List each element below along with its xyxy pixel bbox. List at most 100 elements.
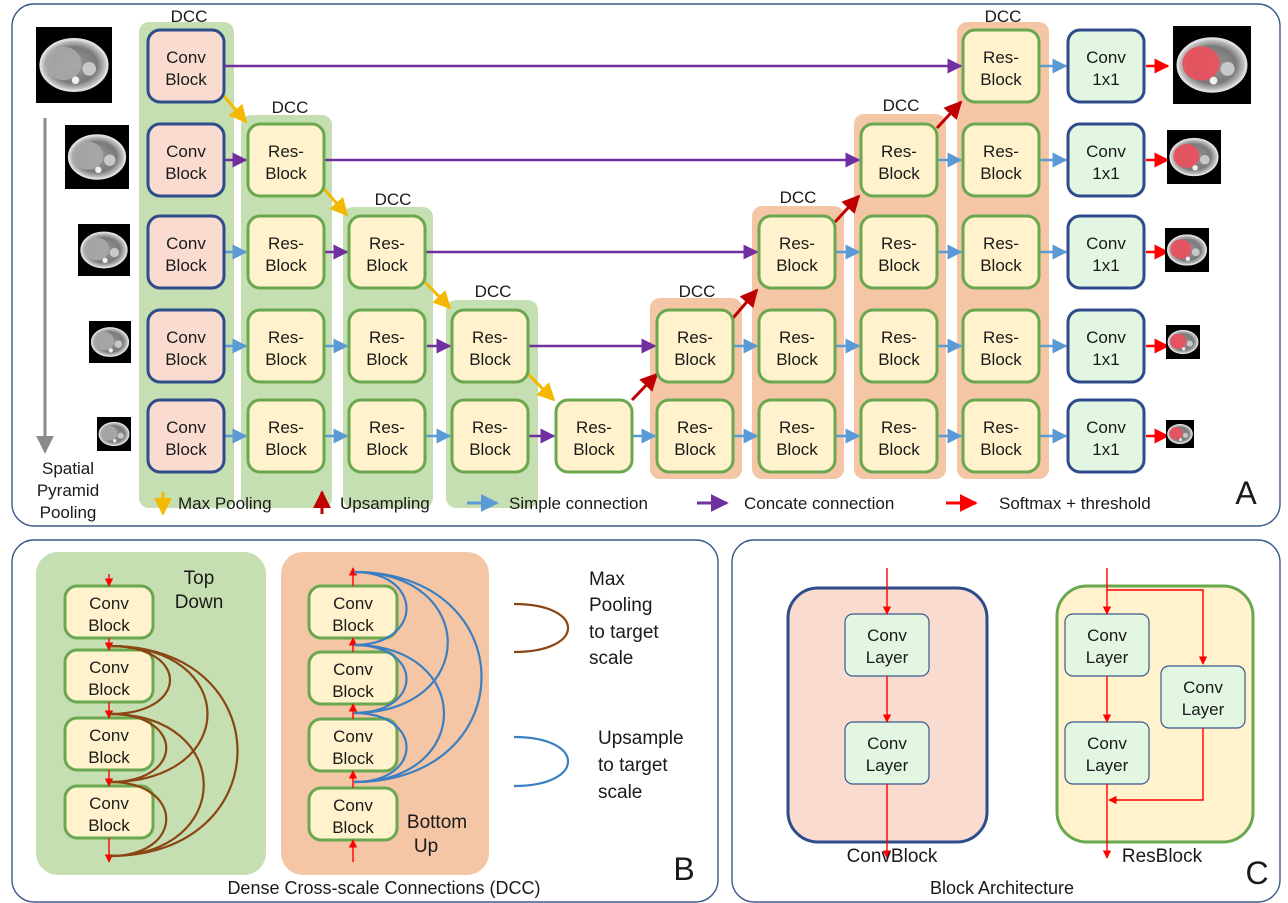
- max-pooling-arrow: [526, 372, 556, 402]
- res-block-c8-r3-line1: Res-: [983, 328, 1019, 347]
- res-block-c1-r3-line1: Res-: [268, 328, 304, 347]
- res-block-c1-r2: Res-Block: [246, 214, 326, 290]
- res-block-c7-r2-line1: Res-: [881, 234, 917, 253]
- res-block-c3-r3-line2: Block: [469, 350, 511, 369]
- res-block-c2-r2: Res- Block: [347, 214, 427, 290]
- output-seg-r2-liver: [1170, 239, 1192, 259]
- res-block-c8-r4-line2: Block: [980, 440, 1022, 459]
- upsampling-arrow: [935, 100, 963, 130]
- res-block-c7-r4-line1: Res-: [881, 418, 917, 437]
- upsampling-arrow: [630, 372, 659, 402]
- td-block-2-line2: Block: [88, 680, 130, 699]
- top-down-label-1: Top: [184, 568, 215, 589]
- output-seg-r4-liver: [1169, 427, 1183, 440]
- td-block-4-line1: Conv: [89, 794, 129, 813]
- resblock-name: ResBlock: [1122, 846, 1203, 867]
- conv-block-r0-line2: Block: [165, 70, 207, 89]
- input-ct-r0-spine: [71, 76, 80, 84]
- res-block-c5-r3-line1: Res-: [677, 328, 713, 347]
- output-seg-r2-spine: [1185, 256, 1191, 261]
- res-block-c6-r3-box: [757, 308, 837, 384]
- bottom-up-label-2: Up: [414, 836, 438, 857]
- resblock-skip-arrow: [1107, 589, 1208, 665]
- input-ct-r2-spine: [102, 257, 108, 263]
- conv-block-r3-line2: Block: [165, 350, 207, 369]
- panel-c-caption: Block Architecture: [930, 878, 1074, 898]
- res-block-c6-r2-line1: Res-: [779, 234, 815, 253]
- max-pooling-curve-4: [109, 712, 205, 858]
- res-block-c8-r4: Res-Block: [961, 398, 1041, 474]
- res-block-c6-r4-line2: Block: [776, 440, 818, 459]
- legend-upsampling: Upsampling: [340, 494, 430, 513]
- res-block-c6-r4: Res-Block: [757, 398, 837, 474]
- res-block-c8-r1-box: [961, 122, 1041, 198]
- output-seg-r2: [1165, 228, 1209, 272]
- res-block-c3-r3: Res-Block: [450, 308, 530, 384]
- res-block-c6-r3-line1: Res-: [779, 328, 815, 347]
- res-block-c3-r4-line2: Block: [469, 440, 511, 459]
- resblock-merge-arrow: [1108, 728, 1204, 805]
- upsample-note-2: to target: [598, 755, 668, 776]
- dcc-column-up-3: [854, 114, 946, 479]
- upsample-curve-4: [353, 643, 446, 784]
- convblock-name: ConvBlock: [847, 846, 938, 867]
- legend-max-pooling: Max Pooling: [178, 494, 272, 513]
- res-block-c5-r3-box: [655, 308, 735, 384]
- res-block-c7-r4-box: [859, 398, 939, 474]
- upsample-note-3: scale: [598, 782, 642, 803]
- bu-block-1: ConvBlock: [307, 584, 399, 640]
- input-ct-r3-organ: [114, 340, 123, 348]
- conv1x1-r3-line1: Conv: [1086, 328, 1126, 347]
- bu-block-4-line1: Conv: [333, 796, 373, 815]
- panel-b-caption: Dense Cross-scale Connections (DCC): [227, 878, 540, 898]
- dcc-label: DCC: [883, 96, 920, 115]
- td-block-1-line1: Conv: [89, 594, 129, 613]
- res-block-c7-r4: Res- Block: [859, 398, 939, 474]
- res-block-c1-r3-box: [246, 308, 326, 384]
- res-block-c2-r2-line1: Res-: [369, 234, 405, 253]
- dcc-label: DCC: [272, 98, 309, 117]
- res-block-c2-r3-line1: Res-: [369, 328, 405, 347]
- res-block-c6-r2-line2: Block: [776, 256, 818, 275]
- conv1x1-r4-line2: 1x1: [1092, 440, 1119, 459]
- conv-block-r4-line1: Conv: [166, 418, 206, 437]
- output-seg-r1-organ: [1199, 154, 1210, 165]
- resblock-layer-1-line2: Layer: [1086, 648, 1129, 667]
- res-block-c4-r4: Res-Block: [554, 398, 634, 474]
- res-block-c7-r4-line2: Block: [878, 440, 920, 459]
- res-block-c5-r4: Res-Block: [655, 398, 735, 474]
- output-seg-r0-liver: [1182, 46, 1220, 81]
- res-block-c8-r1-line2: Block: [980, 164, 1022, 183]
- convblock-layer-1-line1: Conv: [867, 626, 907, 645]
- input-ct-r1: [65, 125, 129, 189]
- upsample-curve-2: [353, 570, 483, 784]
- res-block-c7-r1: Res-Block: [859, 122, 939, 198]
- conv-block-r2-box: [146, 214, 226, 290]
- output-seg-r0: [1173, 26, 1251, 104]
- resblock-layer-skip-line1: Conv: [1183, 678, 1223, 697]
- legend-concate: Concate connection: [744, 494, 894, 513]
- res-block-c5-r4-line2: Block: [674, 440, 716, 459]
- upsample-note-1: Upsample: [598, 728, 684, 749]
- res-block-c8-r2-box: [961, 214, 1041, 290]
- res-block-c3-r4: Res-Block: [450, 398, 530, 474]
- bu-block-1-line1: Conv: [333, 594, 373, 613]
- upsample-curve-5: [353, 711, 408, 784]
- res-block-c2-r2-line2: Block: [366, 256, 408, 275]
- dcc-label: DCC: [985, 7, 1022, 26]
- res-block-c2-r3-box: [347, 308, 427, 384]
- conv1x1-r0-box: [1066, 28, 1146, 104]
- td-block-1-line2: Block: [88, 616, 130, 635]
- output-seg-r4-organ: [1183, 432, 1189, 438]
- res-block-c7-r1-box: [859, 122, 939, 198]
- res-block-c1-r2-line1: Res-: [268, 234, 304, 253]
- input-ct-r0-liver: [45, 46, 82, 81]
- res-block-c4-r4-line1: Res-: [576, 418, 612, 437]
- conv1x1-r0-line1: Conv: [1086, 48, 1126, 67]
